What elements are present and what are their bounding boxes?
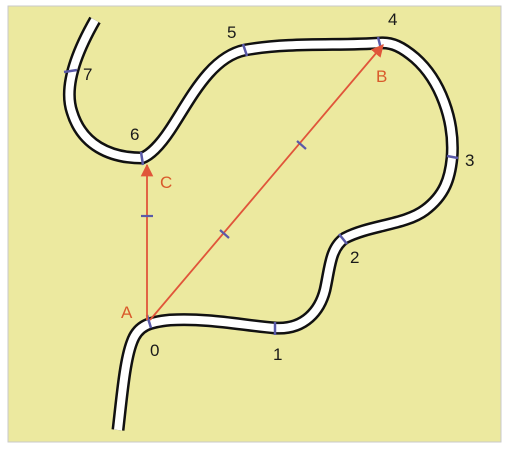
marker-tick-7 bbox=[63, 68, 78, 74]
marker-tick-6 bbox=[139, 151, 145, 166]
marker-label-2: 2 bbox=[350, 248, 359, 267]
point-label-b: B bbox=[376, 67, 387, 86]
marker-tick-3 bbox=[446, 154, 459, 160]
marker-label-6: 6 bbox=[130, 125, 139, 144]
marker-label-3: 3 bbox=[465, 151, 474, 170]
marker-tick-5 bbox=[241, 43, 249, 57]
arrow-tick-marks bbox=[141, 140, 307, 239]
marker-label-1: 1 bbox=[273, 345, 282, 364]
ab-tick-2 bbox=[296, 140, 307, 150]
point-label-a: A bbox=[121, 303, 133, 322]
ab-tick-1 bbox=[219, 229, 230, 239]
background-panel bbox=[7, 5, 502, 443]
marker-label-0: 0 bbox=[150, 341, 159, 360]
arrow-a-to-b bbox=[149, 44, 384, 321]
marker-label-5: 5 bbox=[227, 23, 236, 42]
river-channel bbox=[65, 18, 457, 431]
marker-tick-2 bbox=[338, 233, 348, 245]
marker-label-4: 4 bbox=[388, 10, 397, 29]
point-label-c: C bbox=[160, 173, 172, 192]
marker-label-7: 7 bbox=[83, 65, 92, 84]
